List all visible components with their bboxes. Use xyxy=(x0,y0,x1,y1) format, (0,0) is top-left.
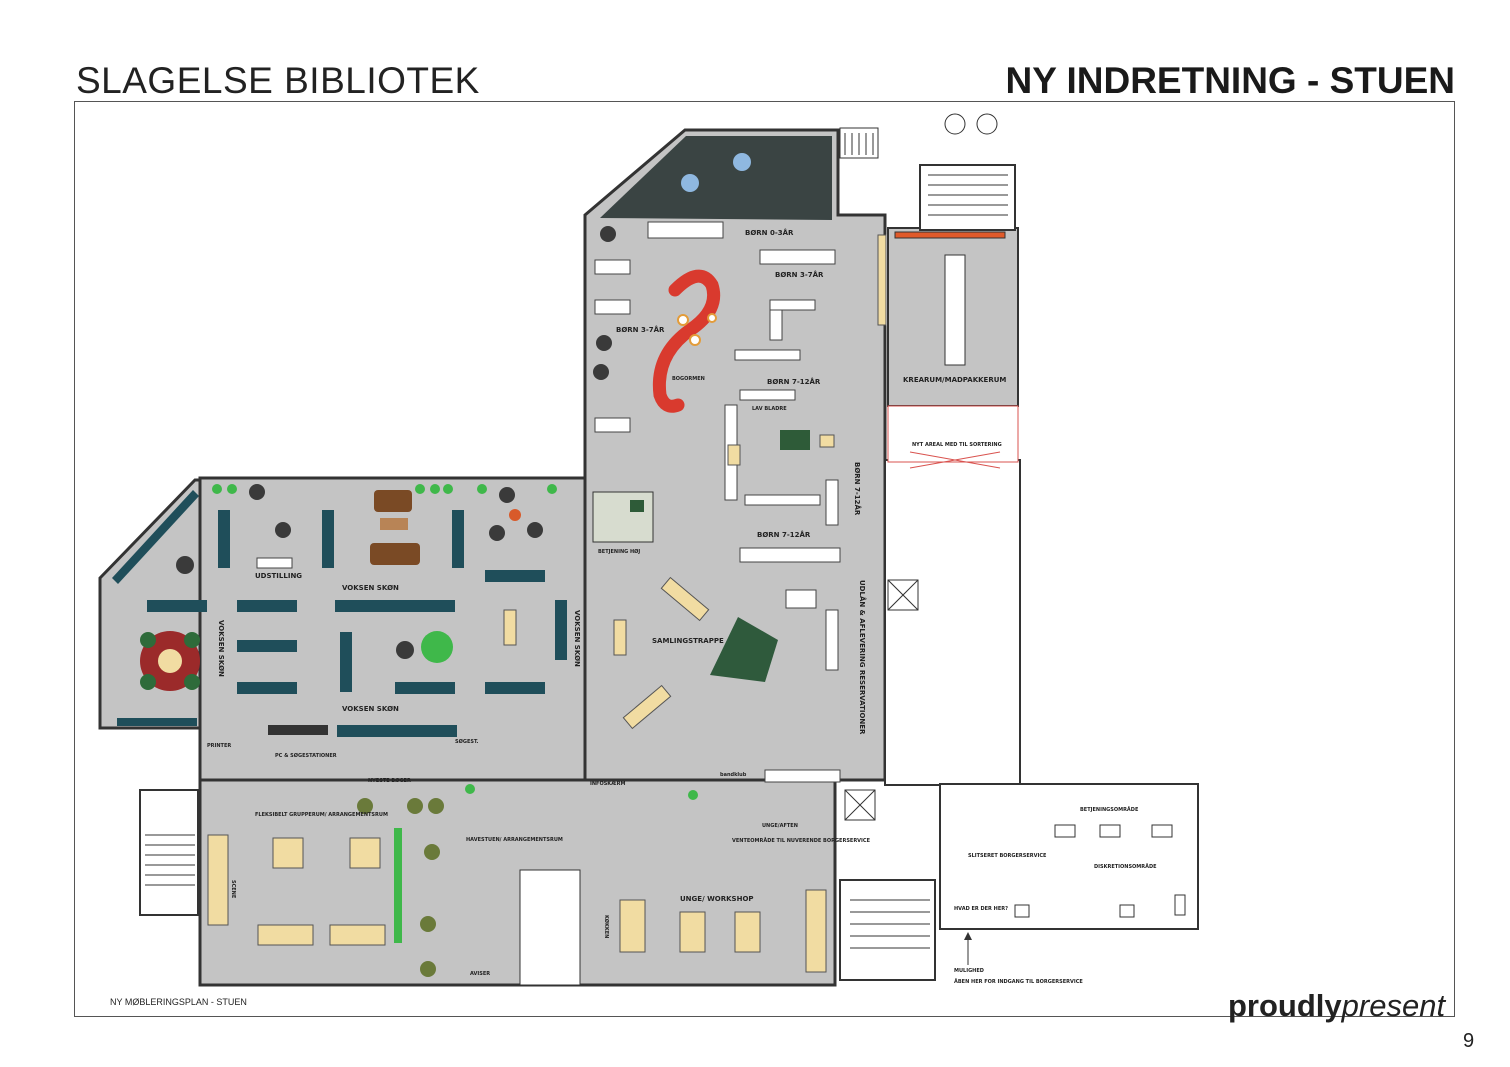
brand-italic: present xyxy=(1341,988,1446,1023)
pingpong-table xyxy=(780,430,810,450)
page-number: 9 xyxy=(1463,1030,1475,1052)
side-table xyxy=(509,509,521,521)
plant-strip xyxy=(394,828,402,943)
green-chairs xyxy=(357,798,444,977)
armchairs xyxy=(593,226,616,380)
conference-tables xyxy=(207,834,827,973)
arrow-head-icon xyxy=(964,932,972,940)
seat-icon xyxy=(677,314,689,326)
label-mulighed: MULIGHED xyxy=(954,968,984,974)
room-label-born-7-12: BØRN 7-12ÅR xyxy=(767,377,821,386)
label-pc-sogestation: PC & SØGESTATIONER xyxy=(275,752,337,759)
brand-bold: proudly xyxy=(1228,988,1342,1023)
sofa xyxy=(374,490,412,512)
bogormen-dragon xyxy=(652,269,721,413)
room-label-born-0-3: BØRN 0-3ÅR xyxy=(745,228,794,237)
chair-icon xyxy=(681,174,699,192)
room-label-bogormen: BOGORMEN xyxy=(672,376,705,382)
reading-chairs xyxy=(140,632,200,690)
room-label-born-7-12: BØRN 7-12ÅR xyxy=(853,462,862,516)
label-aviser: AVISER xyxy=(470,971,490,977)
room-label-born-3-7: BØRN 3-7ÅR xyxy=(616,325,665,334)
reading-table xyxy=(158,649,182,673)
room-label-voksen-skon: VOKSEN SKØN xyxy=(217,620,225,677)
room-label-nyt-areal: NYT AREAL MED TIL SORTERING xyxy=(912,442,1002,448)
column-icon xyxy=(976,113,998,135)
room-label-slitseret: SLITSERET BORGERSERVICE xyxy=(968,853,1047,859)
room-label-udlaan: UDLÅN & AFLEVERING RESERVATIONER xyxy=(858,580,867,735)
label-bandklub: bandklub xyxy=(720,772,747,778)
sofa xyxy=(370,543,420,565)
plant-row xyxy=(212,484,698,800)
room-label-voksen-skon: VOKSEN SKØN xyxy=(573,610,581,667)
kitchen-block xyxy=(519,869,581,986)
bandklub-row xyxy=(764,769,841,783)
room-label-born-7-12: BØRN 7-12ÅR xyxy=(757,530,811,539)
krearum-tables xyxy=(894,231,1006,366)
label-scene: SCENE xyxy=(230,880,236,899)
label-udstilling: UDSTILLING xyxy=(255,572,302,580)
seat-icon xyxy=(707,313,717,323)
room-label-samlingstrappe: SAMLINGSTRAPPE xyxy=(652,637,724,645)
document-subtitle: NY INDRETNING - STUEN xyxy=(1005,60,1455,101)
label-diskretion: DISKRETIONSOMRÅDE xyxy=(1094,863,1157,870)
drawing-frame xyxy=(74,101,1455,1017)
label-nye-boger: NYESTE BØGER xyxy=(368,777,411,784)
chair-icon xyxy=(733,153,751,171)
room-label-fleksibelt: FLEKSIBELT GRUPPERUM/ ARRANGEMENTSRUM xyxy=(255,812,388,818)
display-stand xyxy=(256,557,293,569)
service-desks xyxy=(1014,824,1186,918)
room-label-voksen-skon: VOKSEN SKØN xyxy=(342,584,399,592)
label-aaben-her: ÅBEN HER FOR INDGANG TIL BORGERSERVICE xyxy=(954,978,1083,985)
room-label-venteomraade: VENTEOMRÅDE TIL NUVERENDE BORGERSERVICE xyxy=(732,837,871,844)
seat-icon xyxy=(689,334,701,346)
label-hvad-er-der-her: HVAD ER DER HER? xyxy=(954,906,1008,912)
label-printer: PRINTER xyxy=(207,743,231,749)
room-label-unge-workshop: UNGE/ WORKSHOP xyxy=(680,895,754,903)
room-label-havestuen: HAVESTUEN/ ARRANGEMENTSRUM xyxy=(466,837,563,843)
pc-bar xyxy=(268,725,328,735)
kids-tables xyxy=(727,234,887,466)
plan-caption: NY MØBLERINGSPLAN - STUEN xyxy=(110,997,247,1007)
column-icon xyxy=(944,113,966,135)
room-label-born-3-7: BØRN 3-7ÅR xyxy=(775,270,824,279)
room-label-krearum: KREARUM/MADPAKKERUM xyxy=(903,376,1006,384)
lounge-chairs xyxy=(176,484,543,659)
betjening-room xyxy=(592,491,654,543)
samlingstrappe-stairs xyxy=(710,617,778,682)
adult-shelves xyxy=(117,510,567,737)
terrace xyxy=(600,136,832,220)
room-label-unge-aften: UNGE/AFTEN xyxy=(762,823,798,829)
room-label-voksen-skon: VOKSEN SKØN xyxy=(342,705,399,713)
label-lav-bladre: LAV BLADRE xyxy=(752,406,787,412)
label-infoskaerm: INFOSKÆRM xyxy=(590,781,625,787)
angled-tables xyxy=(503,576,710,730)
plant-icon xyxy=(421,631,453,663)
label-betjening-omraade: BETJENINGSOMRÅDE xyxy=(1080,806,1139,813)
document-title: SLAGELSE BIBLIOTEK xyxy=(76,60,480,101)
label-kokken: KØKKEN xyxy=(603,915,610,938)
kids-shelves xyxy=(594,221,841,671)
coffee-table xyxy=(380,518,408,530)
brand-logo: proudlypresent xyxy=(1228,988,1445,1024)
label-sogest: SØGEST. xyxy=(455,738,479,745)
stair-lines xyxy=(145,127,1008,949)
diagonal-shelf xyxy=(112,490,199,584)
label-betjening: BETJENING HØJ xyxy=(598,548,640,555)
